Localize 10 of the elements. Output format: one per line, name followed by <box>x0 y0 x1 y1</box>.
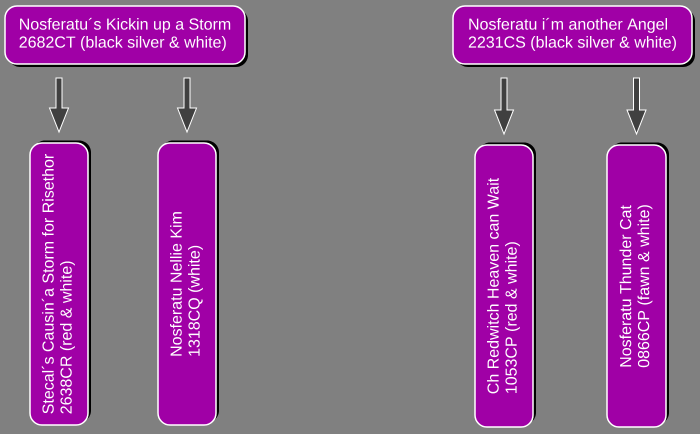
arrow <box>626 78 647 136</box>
pedigree-box: Nosferatu i´m another Angel 2231CS (black silver & white) <box>452 5 695 67</box>
pedigree-box: Nosferatu´s Kickin up a Storm 2682CT (black silver & white) <box>4 5 248 67</box>
arrow <box>176 78 198 134</box>
pedigree-box: Nosferatu Thunder Cat 0866CP (fawn & white) <box>606 142 669 428</box>
pedigree-box: Nosferatu Nellie Kim 1318CQ (white) <box>157 140 219 426</box>
pedigree-box: Ch Redwitch Heaven can Wait 1053CP (red & white) <box>474 142 536 428</box>
arrow <box>48 78 70 134</box>
pedigree-box: Stecal´s Causin´a Storm for Risethor 2638CR (red & white) <box>29 140 91 426</box>
arrow <box>494 78 514 136</box>
